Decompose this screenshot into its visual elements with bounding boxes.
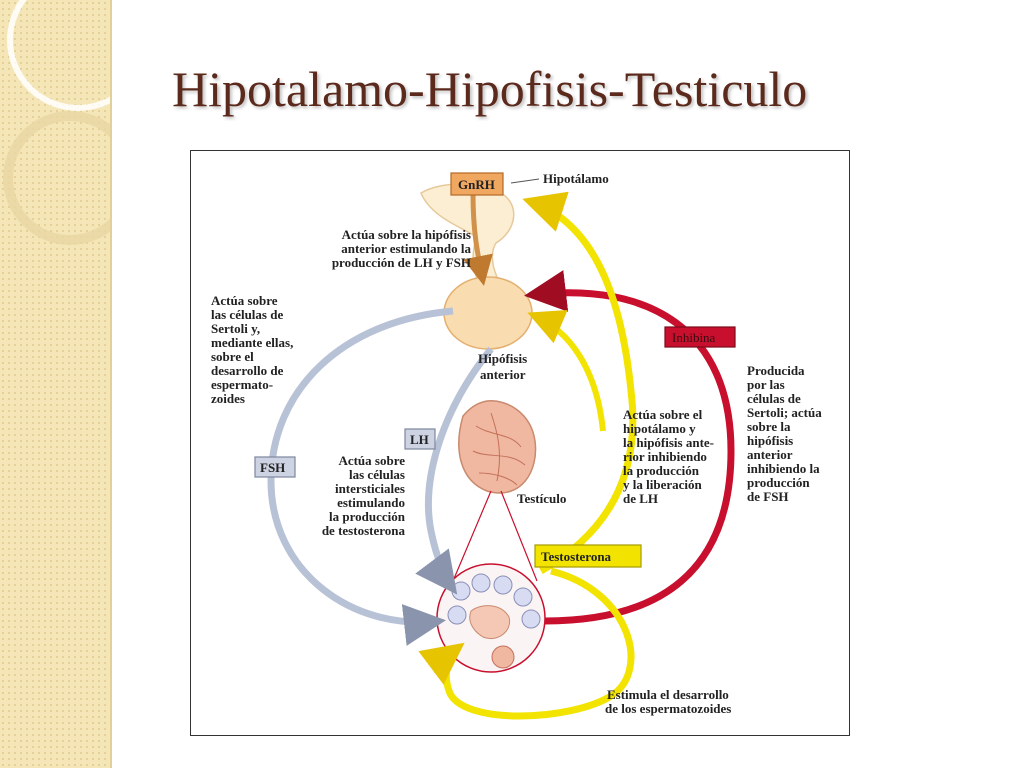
fsh-action-text: Actúa sobre las células de Sertoli y, me… (211, 293, 293, 406)
svg-text:la producción: la producción (329, 509, 406, 524)
fsh-box: FSH (254, 456, 296, 478)
gnrh-arrow (463, 192, 493, 286)
hipotalamo-leader (510, 178, 540, 184)
svg-text:Actúa sobre la hipófisis: Actúa sobre la hipófisis (342, 227, 471, 242)
svg-text:zoides: zoides (211, 391, 245, 406)
svg-text:la hipófisis ante-: la hipófisis ante- (623, 435, 714, 450)
svg-text:de los espermatozoides: de los espermatozoides (605, 701, 731, 716)
hipotalamo-label: Hipotálamo (543, 171, 609, 186)
testosterona-to-hypothalamus (522, 191, 637, 575)
svg-text:rior inhibiendo: rior inhibiendo (623, 449, 707, 464)
sertoli-cell (469, 605, 511, 639)
lh-arrow (415, 346, 494, 595)
svg-text:por las: por las (747, 377, 785, 392)
svg-text:Sertoli; actúa: Sertoli; actúa (747, 405, 822, 420)
svg-text:la producción: la producción (623, 463, 700, 478)
svg-text:intersticiales: intersticiales (335, 481, 405, 496)
hipofisis-label-1: Hipófisis (478, 351, 527, 366)
svg-text:Actúa sobre: Actúa sobre (338, 453, 405, 468)
hpg-axis-diagram: GnRH LH FSH Inhibina Testosterona Hipotá… (190, 150, 850, 736)
fsh-label: FSH (260, 460, 285, 475)
svg-text:sobre la: sobre la (747, 419, 791, 434)
espermatozoides-text: Estimula el desarrollo de los espermatoz… (605, 687, 731, 716)
testosterona-box: Testosterona (534, 544, 642, 568)
zoom-line-left (452, 490, 492, 582)
svg-text:Actúa sobre: Actúa sobre (211, 293, 278, 308)
sidebar-divider (110, 0, 112, 768)
inhibina-action-text: Producida por las células de Sertoli; ac… (747, 363, 822, 504)
testosterona-label: Testosterona (541, 549, 612, 564)
svg-text:estimulando: estimulando (337, 495, 405, 510)
svg-text:Producida: Producida (747, 363, 805, 378)
svg-text:y la liberación: y la liberación (623, 477, 702, 492)
svg-text:espermato-: espermato- (211, 377, 273, 392)
svg-text:anterior: anterior (747, 447, 793, 462)
testiculo-label: Testículo (517, 491, 566, 506)
slide-title: Hipotalamo-Hipofisis-Testiculo (172, 61, 808, 117)
svg-text:hipotálamo y: hipotálamo y (623, 421, 696, 436)
lh-action-text: Actúa sobre las células intersticiales e… (322, 453, 406, 538)
inhibina-arrow (524, 270, 735, 625)
gnrh-action-text: Actúa sobre la hipófisis anterior estimu… (332, 227, 472, 270)
svg-text:hipófisis: hipófisis (747, 433, 793, 448)
fsh-arrow (267, 307, 454, 646)
testis-tubules (472, 412, 526, 486)
testis-shape (458, 400, 537, 494)
testosterona-to-pituitary (527, 310, 606, 432)
svg-text:producción de LH y FSH: producción de LH y FSH (332, 255, 471, 270)
svg-text:Sertoli y,: Sertoli y, (211, 321, 260, 336)
svg-text:de FSH: de FSH (747, 489, 789, 504)
slide-sidebar-pattern (0, 0, 112, 768)
inhibina-label: Inhibina (672, 330, 716, 345)
svg-text:las células: las células (349, 467, 405, 482)
diagram-canvas: GnRH LH FSH Inhibina Testosterona Hipotá… (211, 171, 822, 720)
svg-text:anterior estimulando la: anterior estimulando la (341, 241, 471, 256)
svg-text:de testosterona: de testosterona (322, 523, 406, 538)
gnrh-box: GnRH (450, 172, 504, 196)
lh-box: LH (404, 428, 436, 450)
lh-label: LH (410, 432, 429, 447)
svg-text:inhibiendo la: inhibiendo la (747, 461, 820, 476)
svg-text:células de: células de (747, 391, 801, 406)
anterior-pituitary-shape (443, 276, 533, 350)
svg-text:sobre el: sobre el (211, 349, 254, 364)
svg-text:Estimula el desarrollo: Estimula el desarrollo (607, 687, 729, 702)
testosterona-action-text: Actúa sobre el hipotálamo y la hipófisis… (623, 407, 714, 506)
inhibina-box: Inhibina (664, 326, 736, 348)
gnrh-label: GnRH (458, 177, 495, 192)
hipofisis-label-2: anterior (480, 367, 526, 382)
svg-text:producción: producción (747, 475, 810, 490)
svg-text:de LH: de LH (623, 491, 658, 506)
svg-text:mediante ellas,: mediante ellas, (211, 335, 293, 350)
svg-text:Actúa sobre el: Actúa sobre el (623, 407, 703, 422)
testosterona-to-tubule (418, 567, 635, 720)
decorative-circles (3, 0, 112, 245)
leydig-cell-cluster (491, 645, 515, 669)
svg-text:las células de: las células de (211, 307, 283, 322)
svg-text:desarrollo de: desarrollo de (211, 363, 284, 378)
zoom-line-right (500, 490, 538, 582)
